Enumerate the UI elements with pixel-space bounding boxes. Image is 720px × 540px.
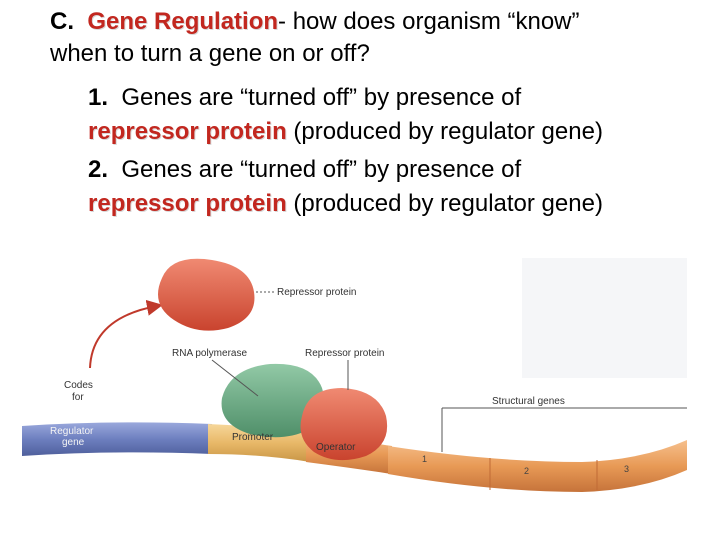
background-faded-text	[522, 258, 687, 378]
point-2-tail: (produced by regulator gene)	[293, 190, 603, 217]
point-1-tail: (produced by regulator gene)	[293, 118, 603, 145]
label-gene-1: 1	[422, 454, 427, 464]
label-codes-for-2: for	[72, 392, 84, 403]
label-repressor-top: Repressor protein	[277, 287, 356, 298]
point-2-term: repressor protein	[88, 190, 287, 217]
label-regulator-gene-2: gene	[62, 437, 85, 448]
label-structural-genes: Structural genes	[492, 396, 565, 407]
label-gene-3: 3	[624, 464, 629, 474]
codes-for-arrow	[89, 299, 163, 369]
point-1-line-1: 1. Genes are “turned off” by presence of	[88, 84, 521, 112]
label-rna-polymerase: RNA polymerase	[172, 348, 247, 359]
rna-polymerase	[221, 363, 325, 438]
heading-prefix: C.	[50, 8, 74, 35]
regulator-gene-segment	[22, 422, 212, 456]
label-regulator-gene-1: Regulator	[50, 426, 94, 437]
point-2-number: 2.	[88, 156, 109, 183]
point-2-text: Genes are “turned off” by presence of	[121, 156, 522, 183]
heading-line-1: C. Gene Regulation- how does organism “k…	[50, 8, 579, 36]
label-repressor-mid: Repressor protein	[305, 348, 384, 359]
rna-polymerase-leader	[211, 359, 259, 397]
heading-line-2: when to turn a gene on or off?	[50, 40, 370, 67]
repressor-protein-bound	[300, 388, 388, 461]
heading-term: Gene Regulation	[87, 8, 279, 35]
label-operator: Operator	[316, 442, 356, 453]
point-1-number: 1.	[88, 84, 109, 111]
structural-genes-segment	[388, 440, 687, 492]
point-1-line-2: repressor protein (produced by regulator…	[88, 118, 603, 146]
operon-diagram: Repressor protein RNA polymerase Repress…	[22, 258, 687, 492]
point-1-term: repressor protein	[88, 118, 287, 145]
point-1-text: Genes are “turned off” by presence of	[121, 84, 522, 111]
label-promoter: Promoter	[232, 432, 274, 443]
label-gene-2: 2	[524, 466, 529, 476]
heading-rest: - how does organism “know”	[278, 8, 580, 35]
point-2-line-2: repressor protein (produced by regulator…	[88, 190, 603, 218]
repressor-protein-free	[158, 258, 255, 331]
point-2-line-1: 2. Genes are “turned off” by presence of	[88, 156, 521, 184]
label-codes-for-1: Codes	[64, 380, 93, 391]
